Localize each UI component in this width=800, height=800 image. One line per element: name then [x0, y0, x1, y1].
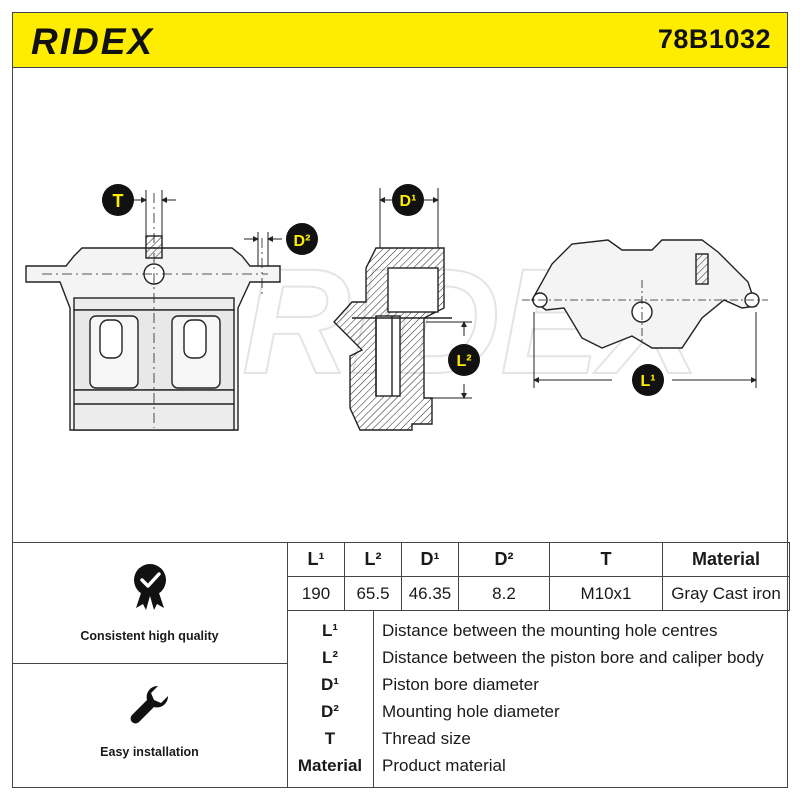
legend-key: L²	[321, 648, 339, 667]
legend-key: D¹	[321, 675, 339, 694]
legend-key: Material	[297, 756, 363, 775]
wrench-icon	[130, 685, 168, 724]
legend-row: L² Distance between the piston bore and …	[287, 648, 788, 674]
marker-l1: L¹	[632, 364, 664, 396]
legend-row: D² Mounting hole diameter	[287, 702, 788, 728]
part-number: 78B1032	[657, 24, 771, 54]
spec-header: L¹	[287, 542, 345, 577]
spec-header: L²	[344, 542, 402, 577]
caliper-technical-drawing: RIDEX T D²	[25, 184, 768, 431]
legend-description: Mounting hole diameter	[382, 702, 560, 721]
legend-key: D²	[321, 702, 339, 721]
legend-row: L¹ Distance between the mounting hole ce…	[287, 621, 788, 647]
spec-value: Gray Cast iron	[662, 576, 790, 611]
spec-value: 46.35	[401, 576, 459, 611]
spec-value: M10x1	[549, 576, 663, 611]
dimension-d2	[244, 232, 282, 266]
spec-header: T	[549, 542, 663, 577]
spec-header: Material	[662, 542, 790, 577]
spec-header: D²	[458, 542, 550, 577]
feature-label: Consistent high quality	[80, 629, 219, 643]
legend-key: L¹	[321, 621, 339, 640]
spec-value: 8.2	[458, 576, 550, 611]
marker-d1: D¹	[392, 184, 424, 216]
feature-panel: Consistent high quality Easy installatio…	[12, 542, 287, 788]
spec-table: L¹ L² D¹ D² T Material 190 65.5 46.35 8.…	[287, 542, 790, 611]
spec-value: 65.5	[344, 576, 402, 611]
legend-separator	[373, 610, 374, 788]
svg-text:D²: D²	[294, 233, 311, 250]
svg-text:RIDEX: RIDEX	[31, 23, 154, 59]
legend-description: Product material	[382, 756, 506, 775]
legend-row: T Thread size	[287, 729, 788, 755]
panel-separator	[287, 542, 288, 788]
marker-t: T	[102, 184, 134, 216]
feature-quality: Consistent high quality	[12, 562, 287, 643]
spec-header-row: L¹ L² D¹ D² T Material	[287, 542, 790, 577]
legend-description: Distance between the piston bore and cal…	[382, 648, 764, 667]
quality-badge-icon	[133, 564, 166, 610]
caliper-top-view	[522, 239, 768, 349]
svg-text:T: T	[113, 191, 124, 211]
dimension-legend: L¹ Distance between the mounting hole ce…	[287, 610, 788, 789]
feature-label: Easy installation	[100, 745, 199, 759]
ridex-logo: RIDEX	[31, 23, 154, 59]
dimension-t	[132, 190, 176, 236]
spec-header: D¹	[401, 542, 459, 577]
marker-d2: D²	[286, 223, 318, 255]
legend-row: D¹ Piston bore diameter	[287, 675, 788, 701]
marker-l2: L²	[448, 344, 480, 376]
legend-description: Piston bore diameter	[382, 675, 539, 694]
dimension-l2	[426, 321, 472, 399]
spec-value: 190	[287, 576, 345, 611]
svg-text:L¹: L¹	[640, 373, 655, 390]
legend-row: Material Product material	[287, 756, 788, 782]
dimension-l1	[533, 312, 757, 388]
feature-divider	[12, 663, 287, 664]
svg-text:D¹: D¹	[400, 193, 417, 210]
caliper-front-view	[25, 193, 281, 431]
legend-key: T	[324, 729, 336, 748]
svg-text:L²: L²	[456, 353, 471, 370]
header-bar: RIDEX 78B1032	[12, 12, 788, 68]
legend-description: Thread size	[382, 729, 471, 748]
caliper-section-view	[333, 247, 452, 431]
feature-installation: Easy installation	[12, 682, 287, 759]
legend-description: Distance between the mounting hole centr…	[382, 621, 718, 640]
spec-value-row: 190 65.5 46.35 8.2 M10x1 Gray Cast iron	[287, 576, 790, 611]
